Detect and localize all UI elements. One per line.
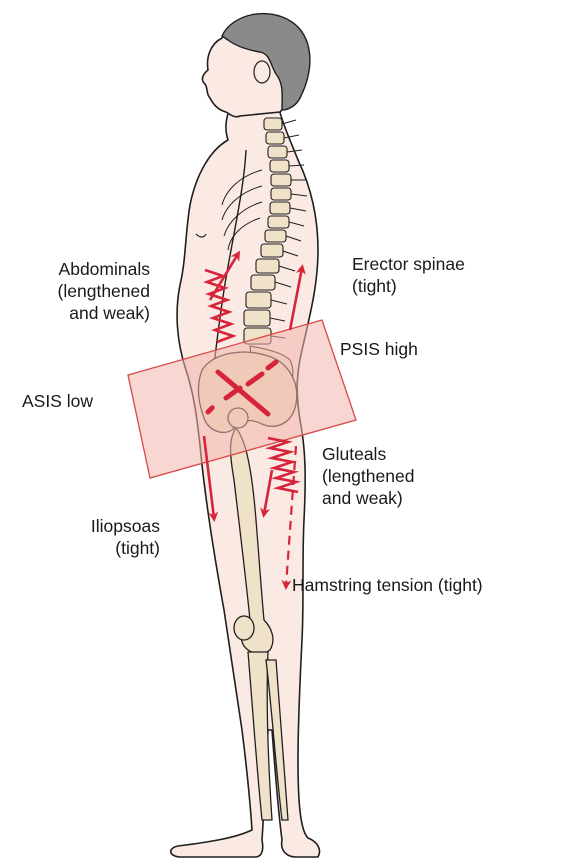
hamstring-label: Hamstring tension (tight) <box>292 574 483 596</box>
abdominals-label: Abdominals (lengthened and weak) <box>22 258 150 324</box>
gluteals-label: Gluteals (lengthened and weak) <box>322 443 414 509</box>
erector-spinae-label: Erector spinae (tight) <box>352 253 465 297</box>
ear <box>254 61 270 83</box>
iliopsoas-label: Iliopsoas (tight) <box>50 515 160 559</box>
asis-label: ASIS low <box>22 390 93 412</box>
psis-label: PSIS high <box>340 338 418 360</box>
